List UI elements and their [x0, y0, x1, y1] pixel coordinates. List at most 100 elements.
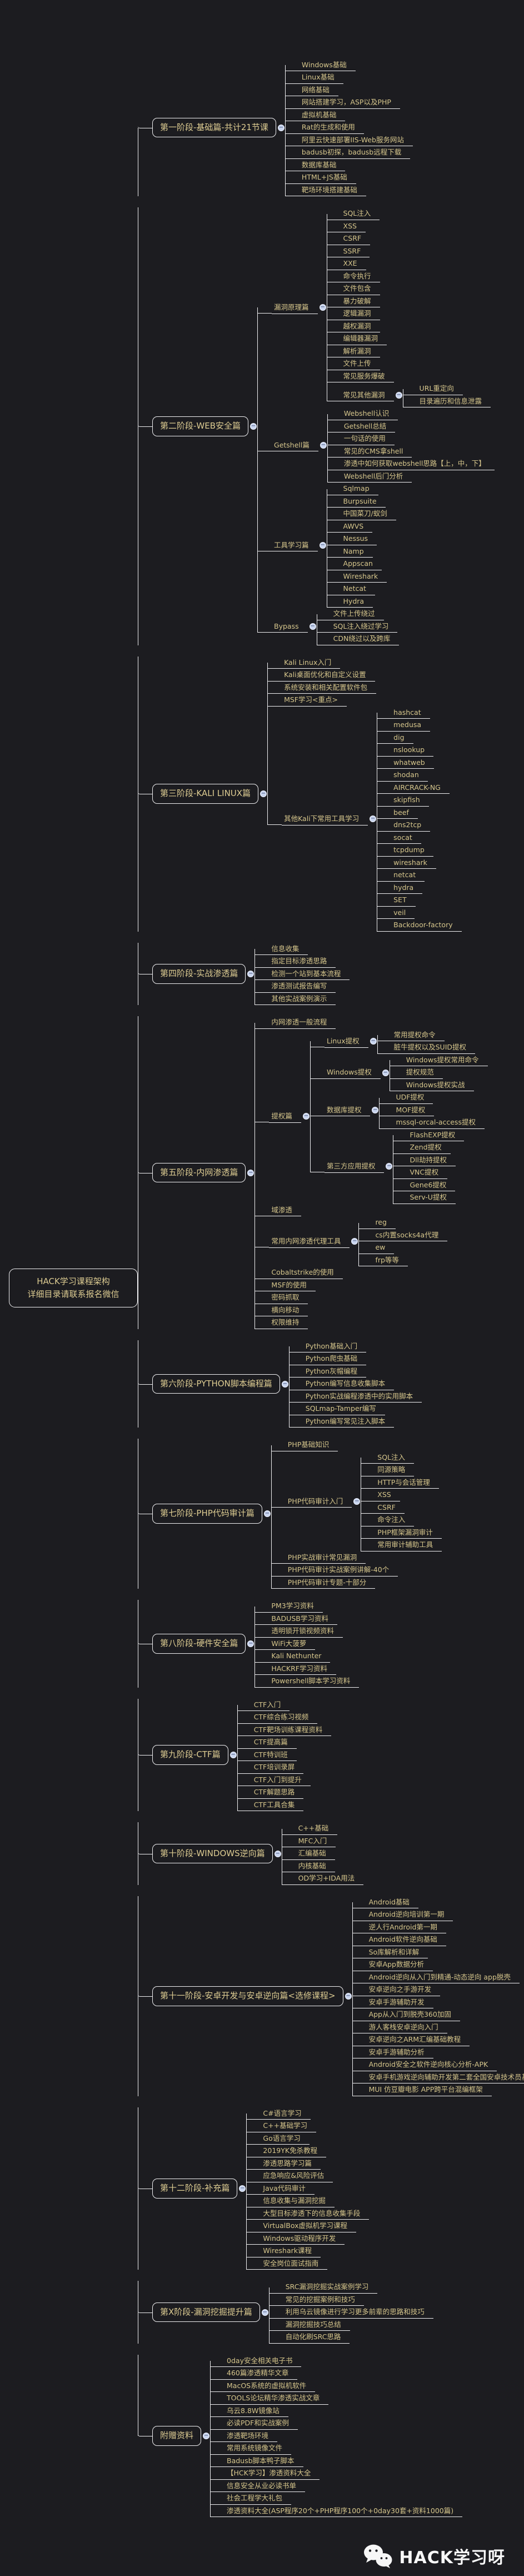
- leaf-node[interactable]: HACKRF学习资料: [269, 1663, 336, 1675]
- branch-node[interactable]: PHP代码审计入门: [285, 1495, 352, 1508]
- collapse-minus-icon[interactable]: [319, 304, 326, 311]
- branch-node[interactable]: 漏洞原理篇: [272, 301, 318, 314]
- leaf-node[interactable]: medusa: [391, 719, 431, 732]
- stage-node[interactable]: 第X阶段-漏洞挖掘提升篇: [152, 2302, 260, 2323]
- leaf-node[interactable]: CDN绕过以及跨库: [331, 633, 400, 645]
- leaf-node[interactable]: Wireshark: [341, 570, 387, 583]
- collapse-minus-icon[interactable]: [247, 1169, 254, 1176]
- branch-node[interactable]: 常用内网渗透代理工具: [269, 1235, 350, 1248]
- leaf-node[interactable]: Windows基础: [299, 59, 356, 72]
- leaf-node[interactable]: hashcat: [391, 707, 430, 719]
- leaf-node[interactable]: CTF工具合集: [251, 1799, 304, 1812]
- leaf-node[interactable]: Dll劫持提权: [407, 1154, 456, 1167]
- leaf-node[interactable]: CSRF: [341, 232, 371, 245]
- leaf-node[interactable]: Go语言学习: [261, 2132, 310, 2145]
- leaf-node[interactable]: 安卓手游辅助开发: [366, 1996, 433, 2009]
- leaf-node[interactable]: Python爬虫基础: [303, 1352, 367, 1365]
- branch-node[interactable]: Bypass: [272, 620, 308, 633]
- leaf-node[interactable]: 常见服务爆破: [341, 370, 394, 383]
- leaf-node[interactable]: 靶场环境搭建基础: [299, 184, 366, 197]
- leaf-node[interactable]: App从入门到脱壳360加固: [366, 2008, 460, 2021]
- leaf-node[interactable]: Android基础: [366, 1896, 418, 1909]
- leaf-node[interactable]: reg: [373, 1216, 396, 1229]
- leaf-node[interactable]: Python基础入门: [303, 1340, 367, 1353]
- leaf-node[interactable]: beef: [391, 807, 418, 819]
- collapse-minus-icon[interactable]: [239, 2185, 246, 2192]
- leaf-node[interactable]: 密码抓取: [269, 1291, 308, 1304]
- leaf-node[interactable]: Windows驱动程序开发: [261, 2232, 345, 2245]
- leaf-node[interactable]: Hydra: [341, 595, 373, 608]
- collapse-minus-icon[interactable]: [302, 1113, 310, 1120]
- leaf-node[interactable]: Burpsuite: [341, 495, 386, 508]
- leaf-node[interactable]: PHP基础知识: [285, 1439, 338, 1451]
- collapse-minus-icon[interactable]: [370, 1038, 377, 1045]
- leaf-node[interactable]: So库解析和详解: [366, 1946, 428, 1959]
- leaf-node[interactable]: Android安全之软件逆向核心分析-APK: [366, 2058, 497, 2071]
- leaf-node[interactable]: 内网渗透一般流程: [269, 1016, 336, 1029]
- leaf-node[interactable]: 指定目标渗透思路: [269, 955, 336, 968]
- collapse-minus-icon[interactable]: [372, 1107, 379, 1113]
- leaf-node[interactable]: Namp: [341, 545, 373, 558]
- leaf-node[interactable]: dig: [391, 732, 413, 744]
- leaf-node[interactable]: 逻辑漏洞: [341, 307, 380, 320]
- leaf-node[interactable]: MFC入门: [296, 1835, 336, 1848]
- leaf-node[interactable]: 数据库基础: [299, 159, 346, 172]
- leaf-node[interactable]: 0day安全相关电子书: [224, 2355, 302, 2368]
- leaf-node[interactable]: FlashEXP提权: [407, 1129, 465, 1142]
- collapse-minus-icon[interactable]: [274, 1850, 281, 1857]
- stage-node[interactable]: 第十一阶段-安卓开发与安卓逆向篇<选修课程>: [152, 1986, 343, 2006]
- leaf-node[interactable]: 域渗透: [269, 1204, 301, 1217]
- leaf-node[interactable]: frp等等: [373, 1254, 408, 1267]
- leaf-node[interactable]: Windows提权实战: [403, 1079, 474, 1092]
- branch-node[interactable]: 提权篇: [269, 1110, 301, 1123]
- stage-node[interactable]: 第十二阶段-补充篇: [152, 2179, 238, 2199]
- leaf-node[interactable]: CTF培训录屏: [251, 1761, 304, 1774]
- stage-node[interactable]: 附赠资料: [152, 2426, 202, 2446]
- branch-node[interactable]: 工具学习篇: [272, 539, 318, 551]
- leaf-node[interactable]: Nessus: [341, 533, 377, 545]
- branch-node[interactable]: Linux提权: [324, 1035, 368, 1048]
- leaf-node[interactable]: XXE: [341, 257, 366, 270]
- leaf-node[interactable]: 安卓逆向之ARM汇编基础教程: [366, 2033, 470, 2046]
- leaf-node[interactable]: cs内置socks4a代理: [373, 1229, 448, 1242]
- leaf-node[interactable]: 一句话的使用: [341, 432, 395, 445]
- leaf-node[interactable]: 460篇渗透精华文章: [224, 2367, 298, 2380]
- leaf-node[interactable]: 社会工程学大礼包: [224, 2492, 292, 2505]
- collapse-minus-icon[interactable]: [250, 423, 257, 430]
- leaf-node[interactable]: Rat的生成和使用: [299, 121, 364, 134]
- root-node[interactable]: HACK学习课程架构 详细目录请联系报名微信: [9, 1268, 138, 1308]
- leaf-node[interactable]: netcat: [391, 869, 425, 882]
- leaf-node[interactable]: Webshell认识: [341, 407, 398, 420]
- leaf-node[interactable]: 阿里云快速部署IIS-Web服务网站: [299, 134, 413, 147]
- leaf-node[interactable]: SRC漏洞挖掘实战案例学习: [283, 2281, 378, 2294]
- leaf-node[interactable]: 命令注入: [375, 1514, 415, 1526]
- leaf-node[interactable]: Sqlmap: [341, 483, 378, 495]
- collapse-minus-icon[interactable]: [351, 1238, 358, 1245]
- leaf-node[interactable]: AWVS: [341, 520, 373, 533]
- leaf-node[interactable]: Wireshark课程: [261, 2245, 321, 2257]
- leaf-node[interactable]: CSRF: [375, 1501, 405, 1514]
- leaf-node[interactable]: SQLmap-Tamper编写: [303, 1403, 385, 1415]
- stage-node[interactable]: 第二阶段-WEB安全篇: [152, 416, 249, 436]
- leaf-node[interactable]: 自动化刷SRC思路: [283, 2331, 350, 2344]
- leaf-node[interactable]: PHP框架漏洞审计: [375, 1526, 442, 1539]
- branch-node[interactable]: 常见其他漏洞: [341, 389, 394, 401]
- collapse-minus-icon[interactable]: [395, 391, 402, 399]
- leaf-node[interactable]: 渗透测试报告编写: [269, 980, 336, 993]
- collapse-minus-icon[interactable]: [261, 2309, 268, 2316]
- leaf-node[interactable]: 常见的挖掘案例和技巧: [283, 2294, 364, 2306]
- leaf-node[interactable]: CTF特训班: [251, 1749, 297, 1762]
- leaf-node[interactable]: 命令执行: [341, 270, 380, 283]
- leaf-node[interactable]: 透明锁开锁视频资料: [269, 1625, 343, 1638]
- leaf-node[interactable]: 常用审计辅助工具: [375, 1539, 442, 1551]
- collapse-minus-icon[interactable]: [281, 1380, 288, 1388]
- leaf-node[interactable]: 信息收集与漏洞挖掘: [261, 2195, 335, 2207]
- leaf-node[interactable]: Kali桌面优化和自定义设置: [282, 669, 375, 682]
- stage-node[interactable]: 第六阶段-PYTHON脚本编程篇: [152, 1374, 280, 1394]
- leaf-node[interactable]: 常用提权命令: [391, 1029, 445, 1042]
- collapse-minus-icon[interactable]: [319, 541, 326, 549]
- leaf-node[interactable]: 同源策略: [375, 1464, 415, 1476]
- leaf-node[interactable]: PM3学习资料: [269, 1600, 323, 1613]
- stage-node[interactable]: 第八阶段-硬件安全篇: [152, 1634, 246, 1654]
- leaf-node[interactable]: VirtualBox虚拟机学习课程: [261, 2220, 357, 2232]
